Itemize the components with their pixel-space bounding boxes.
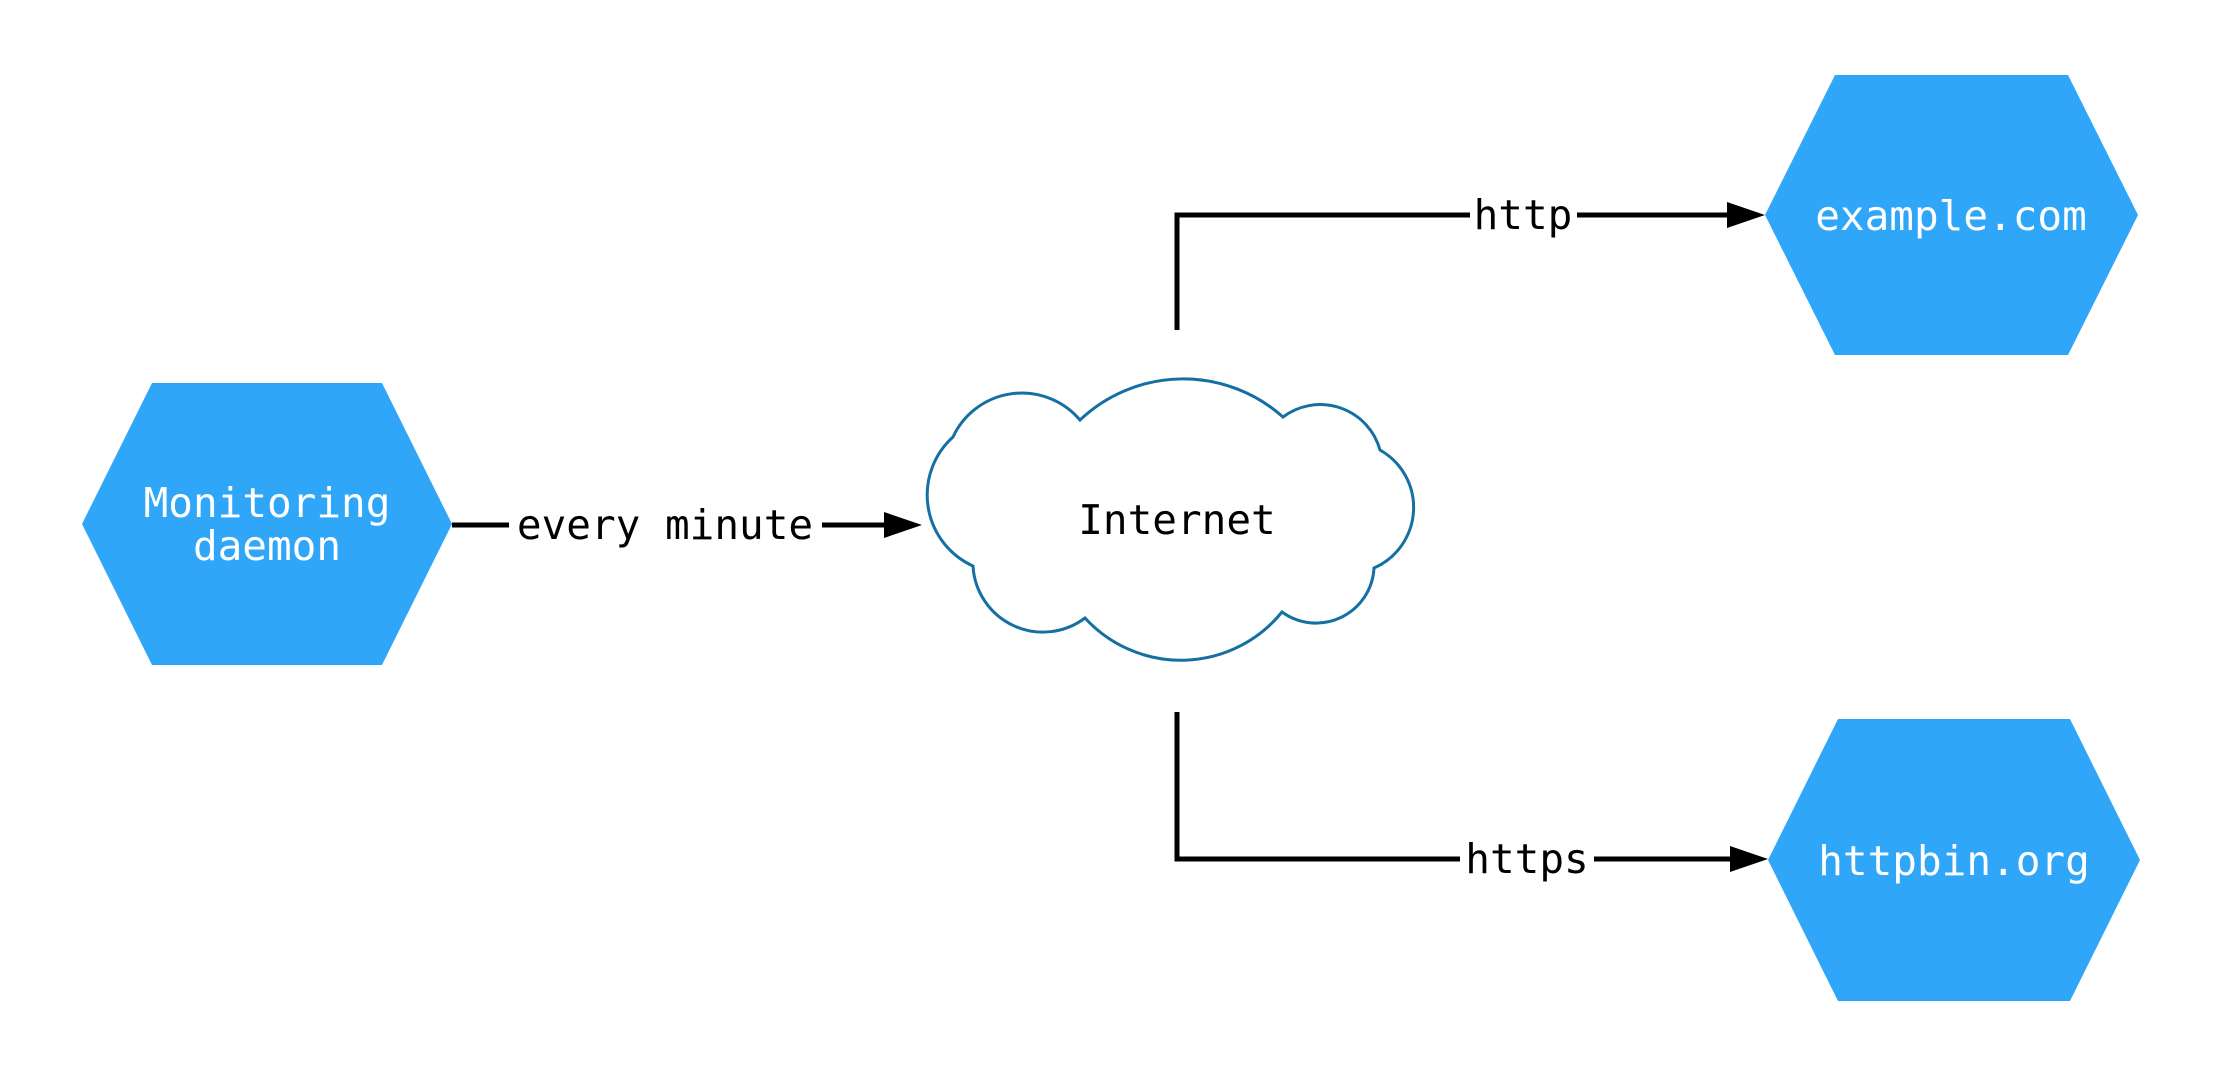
node-example-com: example.com	[1765, 75, 2138, 355]
edge-https-label: https	[1465, 835, 1588, 883]
httpbin-org-label: httpbin.org	[1818, 837, 2090, 885]
edge-http-elbow	[1174, 212, 1470, 330]
edge-every-minute: every minute	[452, 501, 922, 549]
node-httpbin-org: httpbin.org	[1768, 719, 2140, 1001]
monitoring-daemon-hexagon	[82, 383, 452, 665]
httpbin-org-hexagon	[1768, 719, 2140, 1001]
monitoring-daemon-label-line2: daemon	[193, 522, 341, 570]
edge-https: https	[1174, 712, 1768, 883]
edge-every-minute-label: every minute	[517, 501, 813, 549]
edge-http: http	[1174, 191, 1765, 330]
monitoring-daemon-label-line1: Monitoring	[144, 479, 391, 527]
example-com-hexagon	[1765, 75, 2138, 355]
edge-https-arrowhead-icon	[1730, 846, 1768, 872]
edge-every-minute-arrowhead-icon	[884, 512, 922, 538]
edge-https-elbow	[1174, 712, 1460, 862]
example-com-label: example.com	[1815, 192, 2087, 240]
internet-label: Internet	[1078, 496, 1275, 544]
internet-cloud	[925, 377, 1416, 662]
edge-http-label: http	[1474, 191, 1573, 239]
node-monitoring-daemon: Monitoring daemon	[82, 383, 452, 665]
edge-http-arrowhead-icon	[1727, 202, 1765, 228]
node-internet: Internet	[925, 377, 1416, 662]
